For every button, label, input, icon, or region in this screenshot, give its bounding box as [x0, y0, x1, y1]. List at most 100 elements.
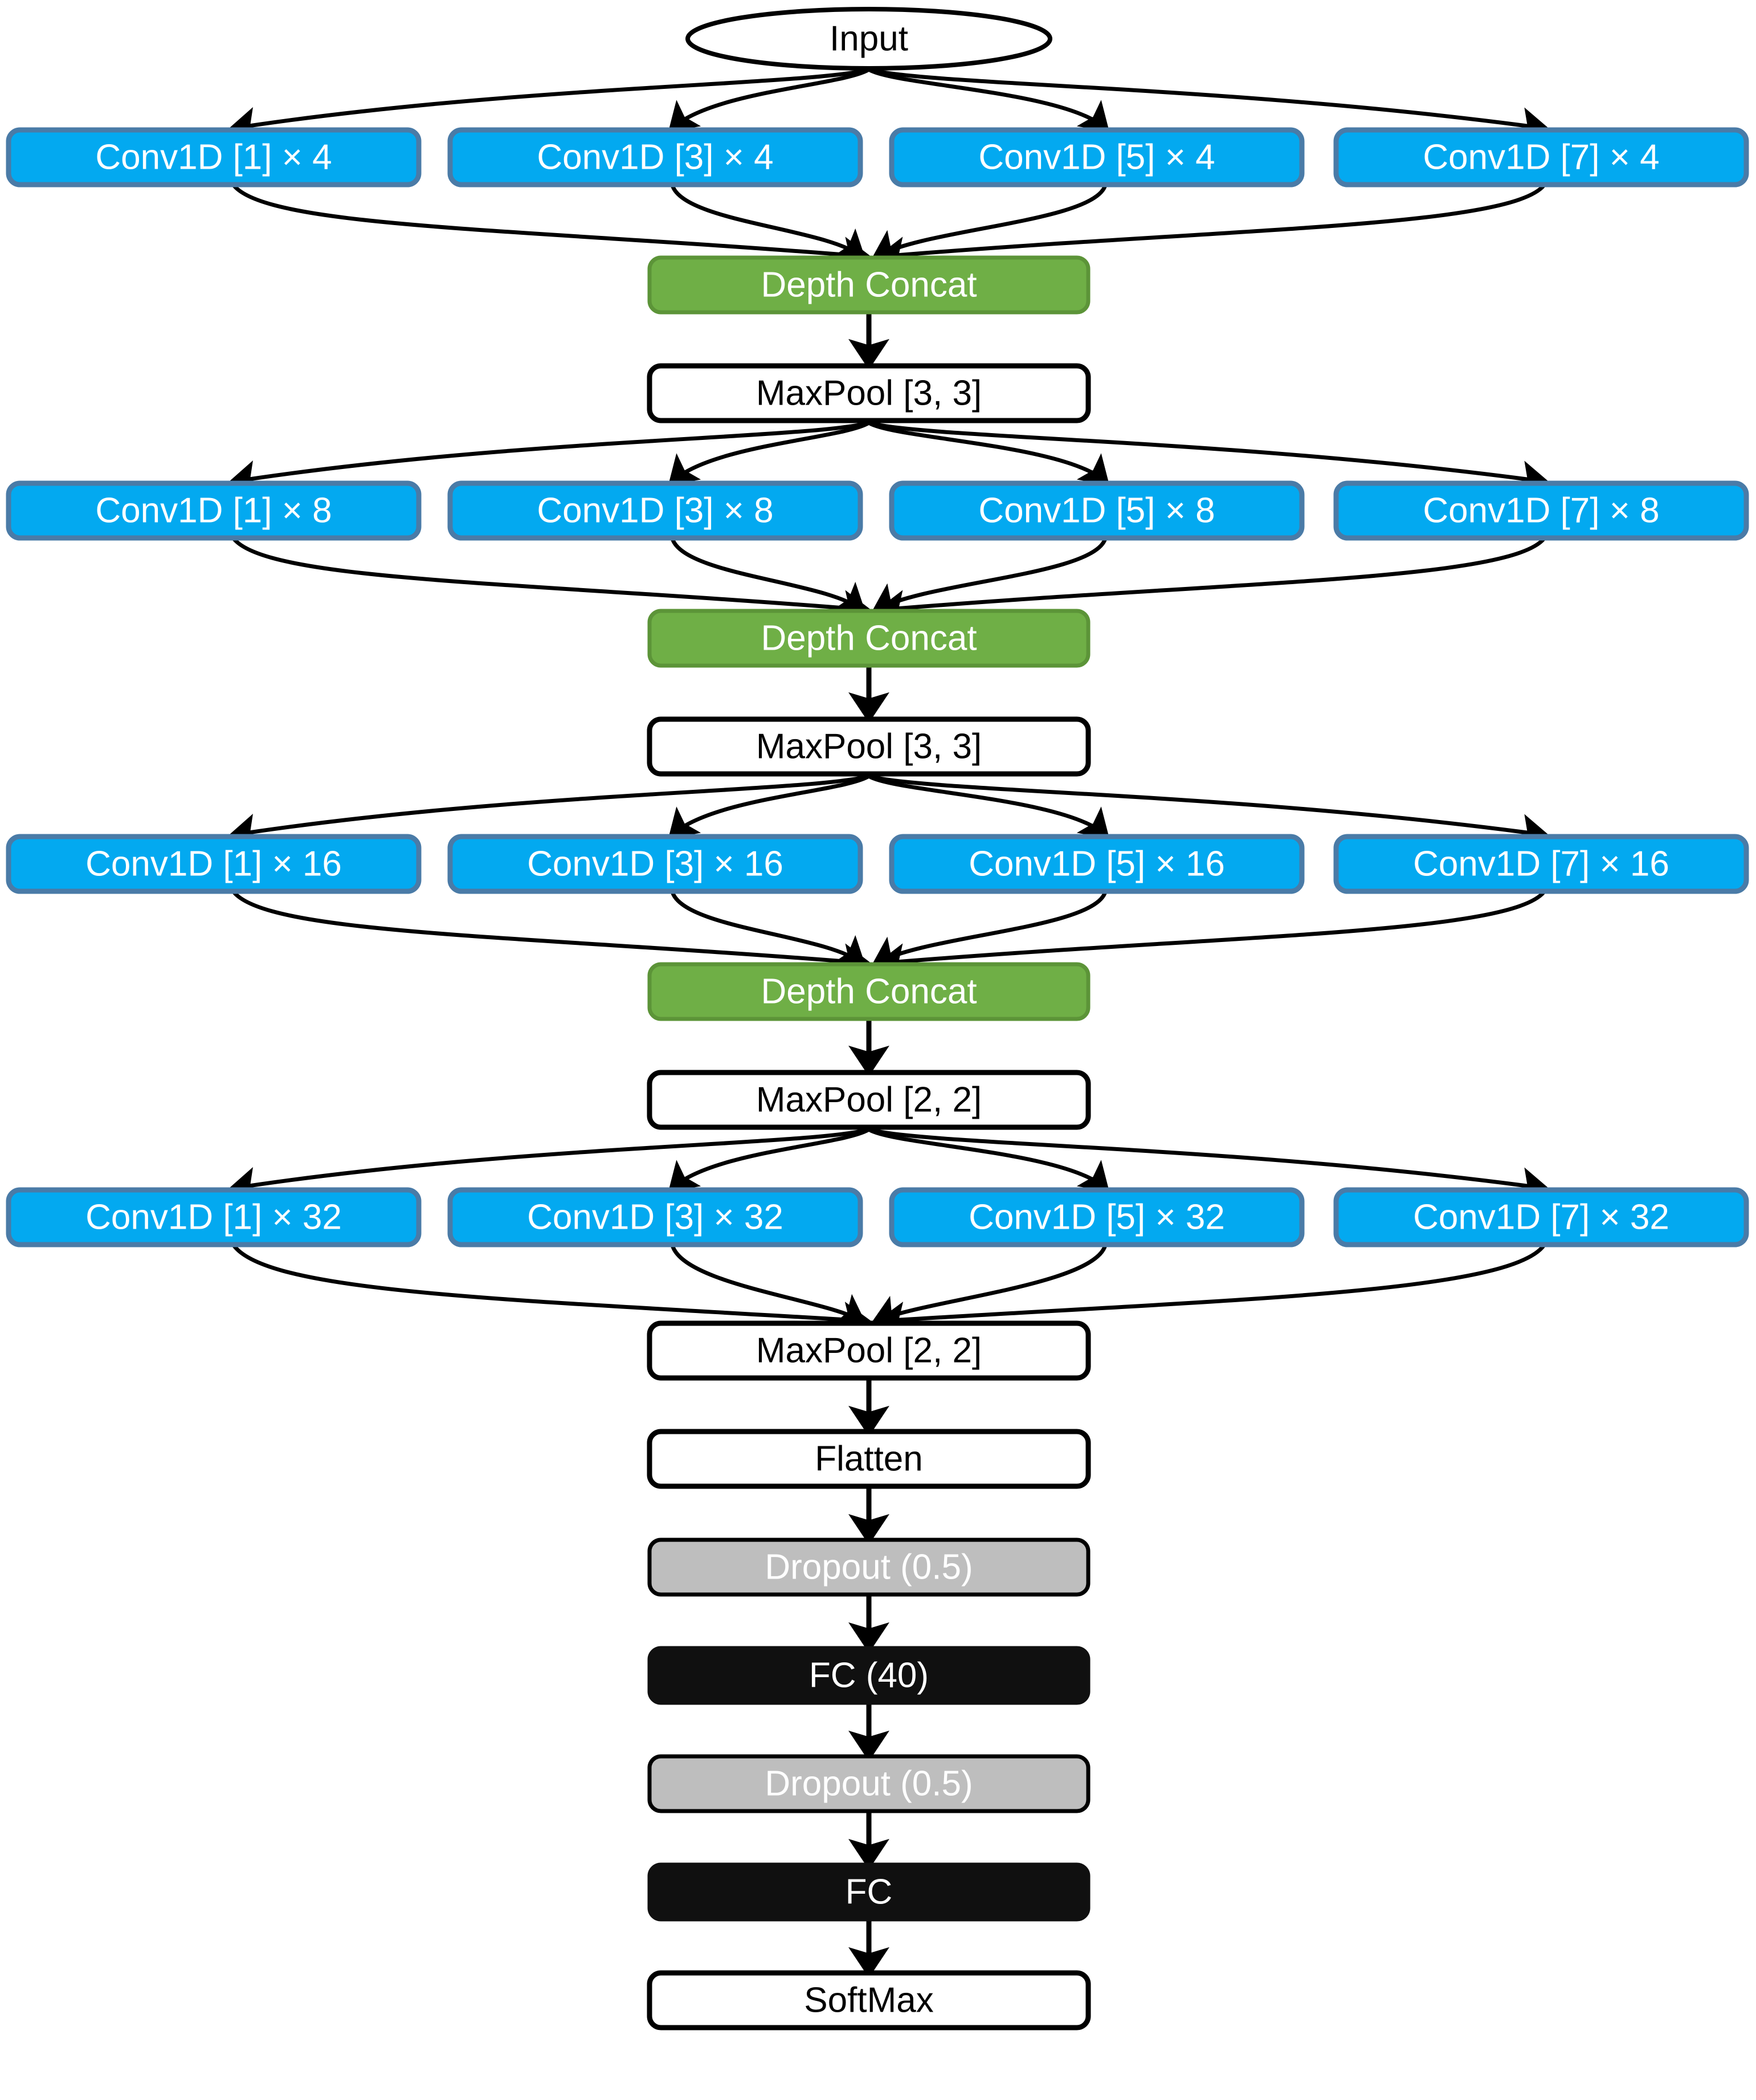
node-depth-concat-3[interactable]: Depth Concat [647, 962, 1091, 1021]
conv-block-label: Conv1D [7] × 16 [1413, 844, 1669, 883]
conv-block-label: Conv1D [5] × 4 [978, 137, 1215, 177]
fc-block-label: FC (40) [809, 1655, 929, 1695]
fc-block-label: FC [846, 1872, 893, 1911]
node-fc[interactable]: FC [647, 1862, 1091, 1922]
node-conv-r4-k7[interactable]: Conv1D [7] × 32 [1333, 1187, 1749, 1247]
pool-block-label: MaxPool [3, 3] [756, 373, 982, 413]
node-conv-r2-k7[interactable]: Conv1D [7] × 8 [1333, 480, 1749, 541]
node-input[interactable]: Input [685, 7, 1052, 71]
conv-block-shape [6, 480, 422, 541]
concat-block-label: Depth Concat [761, 972, 977, 1011]
node-dropout-2[interactable]: Dropout (0.5) [647, 1754, 1091, 1813]
node-maxpool-2[interactable]: MaxPool [3, 3] [647, 716, 1091, 777]
conv-block-shape [889, 480, 1305, 541]
node-conv-r4-k1[interactable]: Conv1D [1] × 32 [6, 1187, 422, 1247]
conv-row-1: Conv1D [1] × 4 Conv1D [3] × 4 Conv1D [5]… [6, 127, 1749, 187]
conv-row-2: Conv1D [1] × 8 Conv1D [3] × 8 Conv1D [5]… [6, 480, 1749, 541]
conv-block-label: Conv1D [1] × 4 [95, 137, 332, 177]
node-conv-r4-k5[interactable]: Conv1D [5] × 32 [889, 1187, 1305, 1247]
node-conv-r2-k1[interactable]: Conv1D [1] × 8 [6, 480, 422, 541]
fanout-pool3-to-row4 [228, 1127, 1550, 1203]
dropout-block-label: Dropout (0.5) [765, 1547, 973, 1587]
node-conv-r3-k1[interactable]: Conv1D [1] × 16 [6, 834, 422, 894]
node-conv-r3-k3[interactable]: Conv1D [3] × 16 [447, 834, 863, 894]
fanin-row3-to-concat3 [232, 890, 1546, 980]
concat-block-shape [647, 255, 1091, 315]
pool-block-label: MaxPool [2, 2] [756, 1080, 982, 1119]
node-depth-concat-1[interactable]: Depth Concat [647, 255, 1091, 315]
node-depth-concat-2[interactable]: Depth Concat [647, 609, 1091, 668]
fanin-row1-to-concat1 [232, 184, 1546, 273]
conv-block-shape [447, 480, 863, 541]
conv-block-shape [447, 834, 863, 894]
node-flatten[interactable]: Flatten [647, 1429, 1091, 1489]
pool-block-label: MaxPool [2, 2] [756, 1331, 982, 1370]
conv-block-label: Conv1D [1] × 8 [95, 491, 332, 530]
concat-block-shape [647, 962, 1091, 1021]
node-conv-r2-k3[interactable]: Conv1D [3] × 8 [447, 480, 863, 541]
conv-block-label: Conv1D [7] × 8 [1423, 491, 1659, 530]
node-maxpool-1[interactable]: MaxPool [3, 3] [647, 363, 1091, 423]
conv-block-label: Conv1D [1] × 16 [85, 844, 342, 883]
conv-block-shape [6, 1187, 422, 1247]
conv-block-shape [1333, 480, 1749, 541]
flatten-block-shape [647, 1429, 1091, 1489]
conv-block-shape [447, 127, 863, 187]
pool-block-shape [647, 1320, 1091, 1381]
concat-block-label: Depth Concat [761, 265, 977, 304]
node-maxpool-3[interactable]: MaxPool [2, 2] [647, 1070, 1091, 1130]
conv-row-4: Conv1D [1] × 32 Conv1D [3] × 32 Conv1D [… [6, 1187, 1749, 1247]
conv-block-shape [889, 834, 1305, 894]
conv-block-shape [6, 834, 422, 894]
fanout-pool2-to-row3 [228, 774, 1550, 850]
node-conv-r3-k7[interactable]: Conv1D [7] × 16 [1333, 834, 1749, 894]
node-conv-r3-k5[interactable]: Conv1D [5] × 16 [889, 834, 1305, 894]
conv-block-shape [447, 1187, 863, 1247]
fanin-row2-to-concat2 [232, 537, 1546, 626]
conv-block-label: Conv1D [7] × 32 [1413, 1197, 1669, 1237]
pool-block-shape [647, 1070, 1091, 1130]
edge-layer [228, 67, 1550, 1978]
conv-block-label: Conv1D [3] × 4 [537, 137, 773, 177]
pool-block-label: MaxPool [3, 3] [756, 727, 982, 766]
fanout-pool1-to-row2 [228, 421, 1550, 496]
conv-block-shape [1333, 834, 1749, 894]
conv-block-label: Conv1D [3] × 16 [527, 844, 783, 883]
conv-block-label: Conv1D [5] × 8 [978, 491, 1215, 530]
dropout-block-shape [647, 1754, 1091, 1813]
node-fc-40[interactable]: FC (40) [647, 1646, 1091, 1705]
conv-row-3: Conv1D [1] × 16 Conv1D [3] × 16 Conv1D [… [6, 834, 1749, 894]
node-dropout-1[interactable]: Dropout (0.5) [647, 1538, 1091, 1597]
fanout-input-to-row1 [228, 67, 1550, 143]
input-label: Input [830, 19, 908, 58]
conv-block-label: Conv1D [7] × 4 [1423, 137, 1659, 177]
fc-block-shape [647, 1646, 1091, 1705]
conv-block-label: Conv1D [3] × 8 [537, 491, 773, 530]
softmax-block-label: SoftMax [804, 1980, 933, 2020]
node-conv-r1-k1[interactable]: Conv1D [1] × 4 [6, 127, 422, 187]
conv-block-shape [889, 127, 1305, 187]
concat-block-shape [647, 609, 1091, 668]
conv-block-shape [889, 1187, 1305, 1247]
conv-block-label: Conv1D [5] × 16 [969, 844, 1225, 883]
dropout-block-label: Dropout (0.5) [765, 1764, 973, 1803]
conv-block-label: Conv1D [3] × 32 [527, 1197, 783, 1237]
concat-block-label: Depth Concat [761, 618, 977, 658]
conv-block-shape [1333, 127, 1749, 187]
conv-block-shape [1333, 1187, 1749, 1247]
node-conv-r4-k3[interactable]: Conv1D [3] × 32 [447, 1187, 863, 1247]
node-conv-r1-k5[interactable]: Conv1D [5] × 4 [889, 127, 1305, 187]
conv-block-label: Conv1D [5] × 32 [969, 1197, 1225, 1237]
softmax-block-shape [647, 1970, 1091, 2030]
node-maxpool-4[interactable]: MaxPool [2, 2] [647, 1320, 1091, 1381]
pool-block-shape [647, 363, 1091, 423]
fc-block-shape [647, 1862, 1091, 1922]
pool-block-shape [647, 716, 1091, 777]
node-conv-r2-k5[interactable]: Conv1D [5] × 8 [889, 480, 1305, 541]
flatten-block-label: Flatten [815, 1439, 923, 1478]
conv-block-shape [6, 127, 422, 187]
node-softmax[interactable]: SoftMax [647, 1970, 1091, 2030]
node-conv-r1-k3[interactable]: Conv1D [3] × 4 [447, 127, 863, 187]
node-conv-r1-k7[interactable]: Conv1D [7] × 4 [1333, 127, 1749, 187]
